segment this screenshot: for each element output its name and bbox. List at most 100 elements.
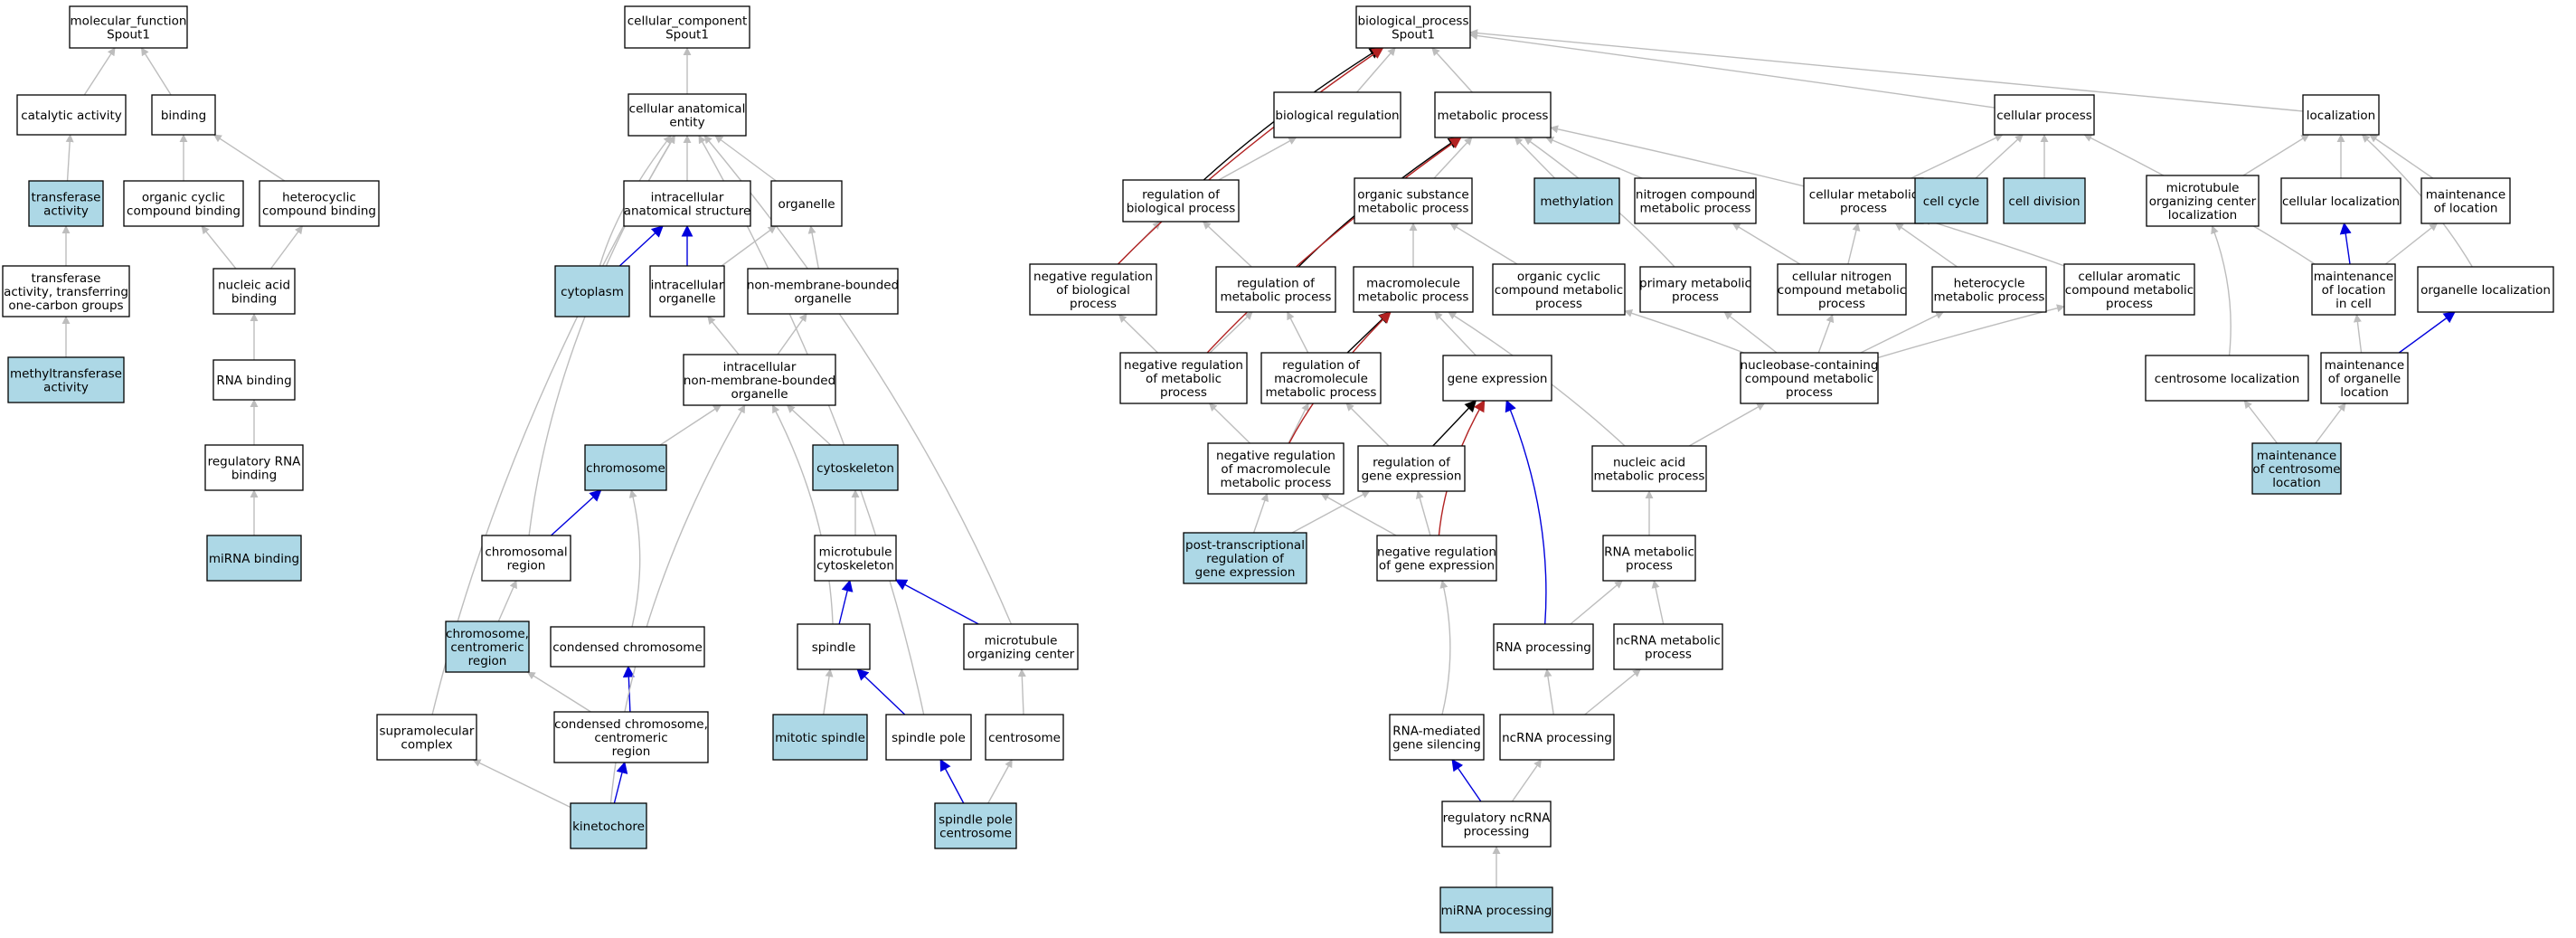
edge-mtoc-to-cae: [703, 135, 1013, 625]
node-label-line: entity: [669, 116, 704, 130]
edge-heterocycle_met-to-cellular_metabolic: [1894, 223, 1958, 268]
edge-cell_aromatic-to-cellular_metabolic: [1922, 217, 2065, 267]
node-label-line: nucleobase-containing: [1741, 358, 1879, 373]
node-label-line: regulatory ncRNA: [1443, 811, 1552, 826]
node-label-line: Spout1: [665, 28, 709, 43]
edge-spindle_pole_centrosome-to-spindle_pole: [939, 758, 965, 804]
edge-metabolic-to-bp: [1431, 47, 1473, 93]
node-box: [2420, 177, 2511, 224]
edge-maint_centrosome_loc-to-maint_organelle_loc: [2315, 403, 2346, 444]
node-spindle: spindle: [797, 623, 871, 670]
node-label-line: process: [1786, 385, 1833, 400]
edge-cytoskeleton-to-inmbo: [786, 404, 832, 446]
node-label-line: spindle pole: [939, 813, 1013, 828]
edge-reg_bio_process-to-bio_reg: [1218, 137, 1297, 181]
edge-organelle-to-cae: [714, 135, 777, 182]
node-label-line: regulation of: [1282, 358, 1361, 373]
edge-cell_cycle-to-cellular_process: [1975, 134, 2024, 179]
node-label-line: regulatory RNA: [208, 455, 302, 469]
node-box: [770, 180, 843, 227]
edge-cond_centromeric-to-centromeric_region: [526, 671, 591, 713]
node-box: [2145, 355, 2309, 402]
node-box: [1434, 91, 1552, 138]
node-box: [1183, 532, 1307, 584]
node-box: [2063, 263, 2195, 316]
edge-maint_organelle_loc-to-maint_loc_cell: [2353, 314, 2363, 354]
node-organelle-localization: organelle localization: [2417, 266, 2554, 313]
edge-inmbo-to-nmbo: [777, 313, 807, 355]
node-label-line: process: [1070, 297, 1117, 311]
node-cell-cycle: cell cycle: [1914, 177, 1988, 224]
edge-reg_macro-to-reg_metabolic: [1287, 311, 1309, 354]
node-label-line: process: [2106, 297, 2153, 311]
node-label-line: chromosome,: [446, 627, 529, 641]
node-box: [2003, 177, 2086, 224]
node-label-line: activity: [43, 381, 89, 395]
node-box: [814, 535, 897, 582]
edge-centromeric_region-to-chrom_region: [497, 580, 517, 622]
node-label-line: organic cyclic: [142, 191, 225, 205]
edge-post_transcriptional-to-neg_reg_macro: [1252, 493, 1269, 534]
node-centrosome: centrosome: [985, 714, 1064, 761]
node-box: [212, 268, 296, 315]
node-cytoplasm: cytoplasm: [554, 265, 630, 317]
node-label-line: gene expression: [1195, 565, 1296, 580]
node-label-line: microtubule: [985, 634, 1058, 649]
node-label-line: negative regulation: [1216, 449, 1335, 463]
node-box: [1493, 623, 1594, 670]
node-label-line: organic substance: [1357, 188, 1468, 203]
node-box: [16, 94, 127, 136]
edge-neg_reg_met-to-reg_metabolic: [1209, 311, 1253, 354]
node-box: [1260, 352, 1382, 404]
node-label-line: biological_process: [1358, 14, 1469, 29]
node-rna-binding: RNA binding: [212, 359, 296, 401]
node-label-line: transferase: [32, 191, 101, 205]
node-box: [28, 180, 104, 227]
node-box: [550, 626, 705, 668]
node-label-line: organelle: [778, 197, 835, 212]
edge-chrom_region-to-chromosome: [551, 489, 602, 536]
node-label-line: maintenance: [2257, 449, 2336, 463]
node-box: [1499, 714, 1615, 761]
node-label-line: methyltransferase: [10, 367, 122, 382]
node-label-line: cellular_component: [627, 14, 747, 29]
node-label-line: nitrogen compound: [1636, 188, 1755, 203]
node-label-line: process: [1535, 297, 1582, 311]
node-box: [2, 265, 130, 317]
node-label-line: metabolic process: [1358, 290, 1469, 305]
node-box: [69, 5, 188, 49]
edge-neg_reg_macro-to-reg_macro: [1288, 403, 1309, 444]
node-label-line: macromolecule: [1274, 372, 1368, 386]
node-label-line: process: [1840, 202, 1887, 216]
node-label-line: of biological: [1056, 283, 1130, 298]
node-box: [1353, 266, 1474, 313]
node-cellular-process: cellular process: [1994, 94, 2095, 136]
edge-nucleobase-to-heterocycle_met: [1860, 311, 1945, 354]
edge-nucleic_acid_binding-to-organic_cyclic_binding: [201, 225, 237, 270]
node-box: [2146, 175, 2260, 227]
edge-transferase-to-catalytic: [65, 134, 74, 182]
node-box: [985, 714, 1064, 761]
node-label-line: spindle: [812, 640, 856, 655]
node-box: [481, 535, 571, 582]
node-box: [963, 623, 1079, 670]
edge-reg_gene_expr-to-reg_macro: [1345, 403, 1390, 447]
